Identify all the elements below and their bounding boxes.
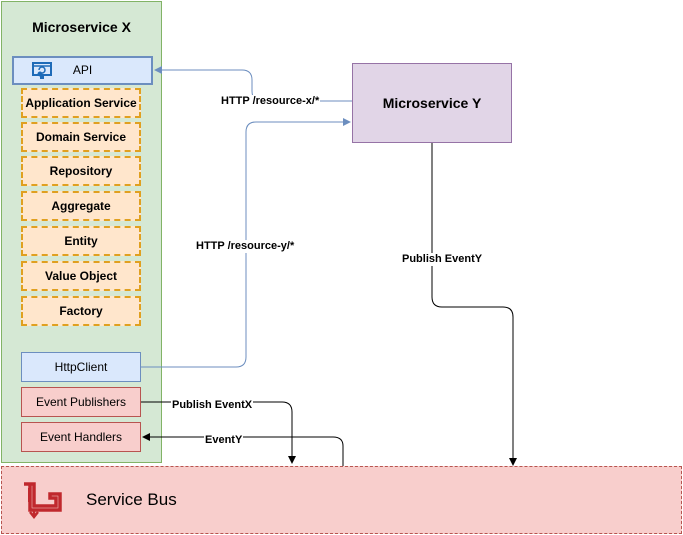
service-bus-label: Service Bus	[86, 490, 177, 509]
service-bus-box[interactable]: Service Bus	[1, 466, 682, 534]
edge-eventy	[142, 433, 344, 466]
application-service-box[interactable]: Application Service	[21, 88, 141, 118]
api-monitor-icon	[32, 62, 52, 85]
factory-box[interactable]: Factory	[21, 296, 141, 326]
domain-service-box[interactable]: Domain Service	[21, 122, 141, 152]
event-publishers-box[interactable]: Event Publishers	[21, 387, 141, 417]
value-object-box[interactable]: Value Object	[21, 261, 141, 291]
entity-box[interactable]: Entity	[21, 226, 141, 256]
edge-label-eventy: EventY	[204, 434, 244, 447]
repository-box[interactable]: Repository	[21, 156, 141, 186]
edge-publish-eventy	[431, 143, 517, 466]
service-bus-icon	[20, 480, 70, 525]
edge-label-publish-x: Publish EventX	[171, 399, 254, 412]
edge-label-http-x: HTTP /resource-x/*	[220, 95, 321, 108]
aggregate-box[interactable]: Aggregate	[21, 191, 141, 221]
event-handlers-box[interactable]: Event Handlers	[21, 422, 141, 452]
api-box[interactable]: API	[12, 56, 153, 85]
api-label: API	[72, 63, 93, 77]
httpclient-box[interactable]: HttpClient	[21, 352, 141, 382]
edge-publish-eventx	[141, 401, 296, 464]
edge-label-http-y: HTTP /resource-y/*	[195, 240, 296, 253]
microservice-x-title: Microservice X	[32, 19, 131, 35]
microservice-y-box[interactable]: Microservice Y	[352, 63, 512, 143]
edge-label-publish-y: Publish EventY	[401, 253, 484, 266]
